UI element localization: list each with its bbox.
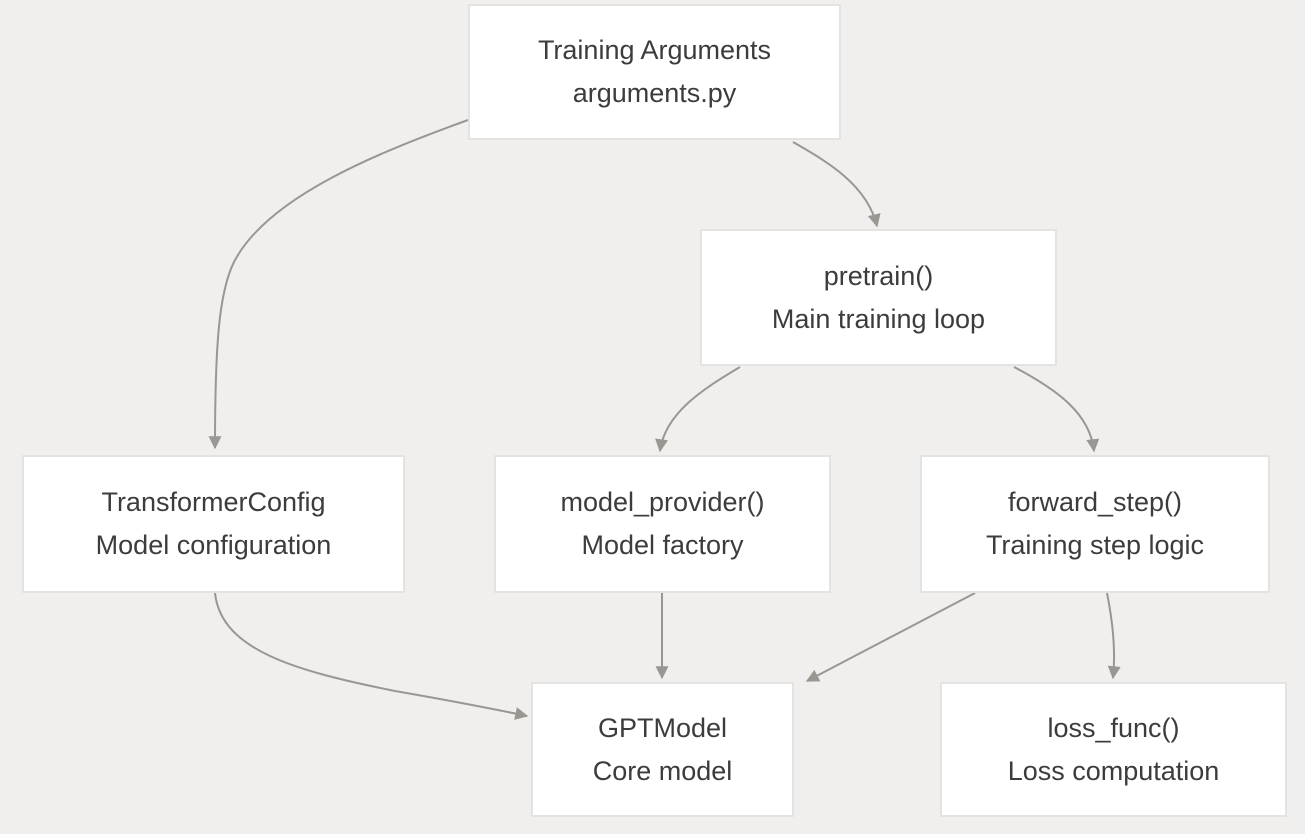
node-subtitle: Model factory: [581, 530, 744, 560]
node-title: pretrain(): [823, 260, 934, 291]
node-loss-func: loss_func() Loss computation: [940, 682, 1287, 817]
node-subtitle: arguments.py: [572, 78, 737, 108]
edge-forward-step-to-gpt-model: [805, 592, 976, 682]
node-model-provider: model_provider() Model factory: [494, 455, 831, 593]
edge-transformer-config-to-gpt-model: [214, 592, 529, 720]
node-title: TransformerConfig: [101, 487, 326, 517]
node-title: forward_step(): [1007, 487, 1183, 517]
node-subtitle: Training step logic: [985, 530, 1205, 560]
node-title: loss_func(): [1047, 712, 1180, 743]
edge-training-arguments-to-pretrain: [792, 141, 881, 228]
node-pretrain: pretrain() Main training loop: [700, 229, 1057, 366]
edge-pretrain-to-model-provider: [655, 366, 741, 453]
node-forward-step: forward_step() Training step logic: [920, 455, 1270, 593]
node-subtitle: Core model: [592, 755, 733, 786]
node-subtitle: Main training loop: [771, 303, 986, 334]
node-title: model_provider(): [560, 487, 765, 517]
node-training-arguments: Training Arguments arguments.py: [468, 4, 841, 140]
edge-training-arguments-to-transformer-config: [208, 119, 469, 450]
node-title: GPTModel: [597, 712, 728, 743]
node-subtitle: Model configuration: [95, 530, 332, 560]
edge-pretrain-to-forward-step: [1013, 366, 1100, 453]
edge-forward-step-to-loss-func: [1106, 592, 1121, 680]
node-subtitle: Loss computation: [1007, 755, 1220, 786]
node-title: Training Arguments: [537, 35, 772, 65]
